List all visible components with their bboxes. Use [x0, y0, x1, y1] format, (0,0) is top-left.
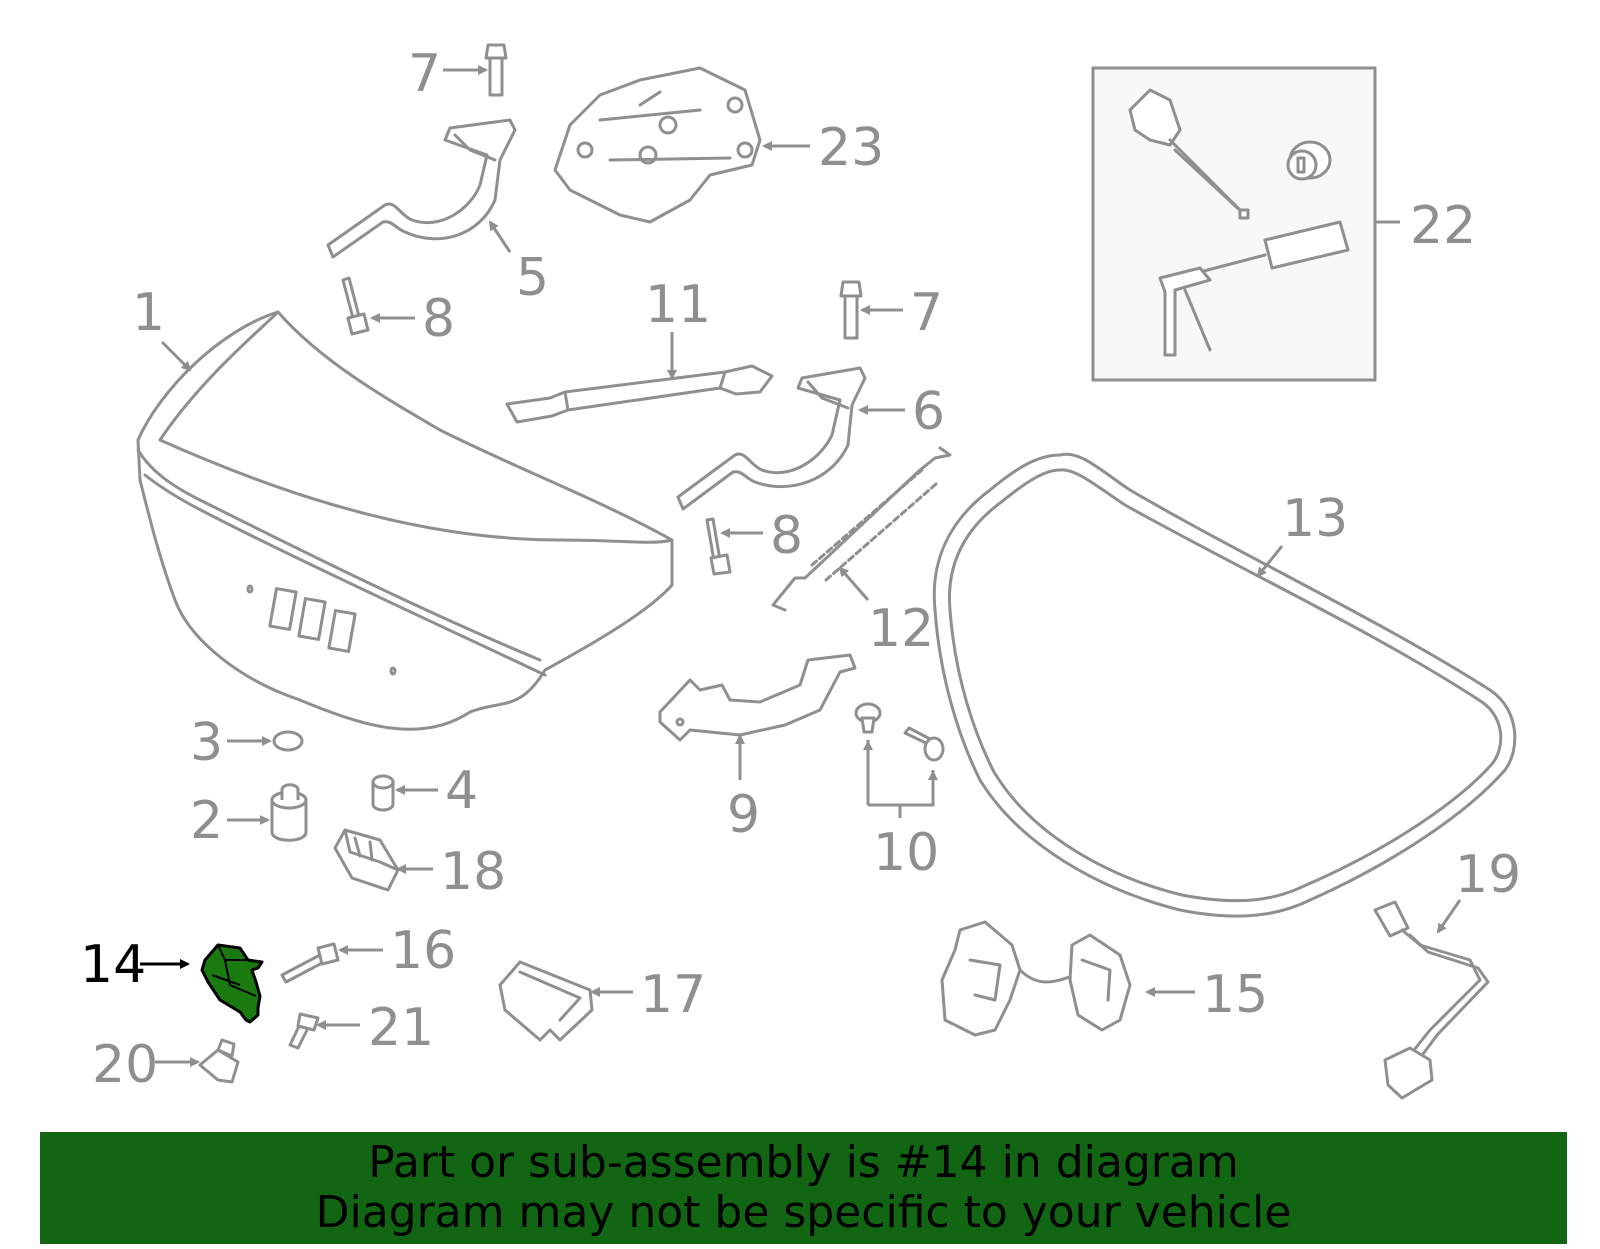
callout-5: 5	[516, 248, 549, 308]
part-5-hinge	[326, 118, 517, 259]
part-6-hinge	[676, 366, 867, 511]
arrow-5	[488, 220, 512, 253]
callout-21: 21	[368, 998, 434, 1058]
callout-15: 15	[1202, 965, 1268, 1025]
callout-7-top: 7	[408, 44, 441, 104]
callout-16: 16	[390, 921, 456, 981]
part-7-bolt-top	[484, 43, 508, 97]
callout-23: 23	[818, 118, 884, 178]
part-23-actuator	[553, 66, 762, 224]
part-15-latch	[940, 920, 1132, 1037]
part-18-bracket	[333, 828, 400, 892]
part-9-bracket	[658, 653, 857, 742]
callout-10: 10	[873, 823, 939, 883]
part-14-highlighted	[200, 943, 264, 1024]
part-16-screw	[280, 942, 340, 984]
arrow-13	[1256, 545, 1284, 578]
part-3-plug	[272, 730, 304, 752]
callout-13: 13	[1282, 489, 1348, 549]
part-8-bolt-lower	[705, 517, 732, 576]
callout-17: 17	[640, 965, 706, 1025]
part-2-bumper	[270, 783, 308, 842]
part-13-weatherstrip	[932, 452, 1517, 918]
bracket-10	[866, 740, 935, 807]
callout-4: 4	[445, 761, 478, 821]
part-20-clip	[198, 1038, 240, 1084]
arrow-19	[1436, 899, 1462, 934]
part-10-clips	[854, 702, 945, 762]
part-22-lock-set	[1091, 66, 1377, 382]
part-7-bolt-right	[839, 280, 863, 340]
callout-1: 1	[132, 283, 165, 343]
callout-14: 14	[80, 935, 146, 995]
callout-7-right: 7	[910, 283, 943, 343]
part-17-handle	[498, 960, 594, 1042]
callout-11: 11	[645, 275, 711, 335]
part-8-bolt-upper	[341, 276, 370, 336]
arrow-1	[160, 340, 192, 372]
callout-22: 22	[1410, 196, 1476, 256]
part-19-harness	[1373, 900, 1490, 1100]
callout-2: 2	[190, 791, 223, 851]
callout-19: 19	[1455, 845, 1521, 905]
callout-9: 9	[727, 785, 760, 845]
callout-20: 20	[92, 1035, 158, 1095]
part-1-trunk-lid	[136, 310, 674, 731]
callout-12: 12	[868, 599, 934, 659]
part-4-stopper	[371, 774, 395, 812]
arrow-12	[838, 566, 870, 601]
banner-line-1: Part or sub-assembly is #14 in diagram	[368, 1137, 1239, 1188]
info-banner: Part or sub-assembly is #14 in diagram D…	[40, 1132, 1567, 1244]
banner-line-2: Diagram may not be specific to your vehi…	[315, 1187, 1292, 1238]
callout-6: 6	[912, 382, 945, 442]
callout-3: 3	[190, 713, 223, 773]
part-11-strut	[505, 364, 774, 424]
part-21-screw	[288, 1012, 320, 1050]
callout-18: 18	[440, 842, 506, 902]
callout-8-lower: 8	[770, 506, 803, 566]
callout-8-upper: 8	[422, 289, 455, 349]
part-12-spring	[771, 446, 952, 612]
